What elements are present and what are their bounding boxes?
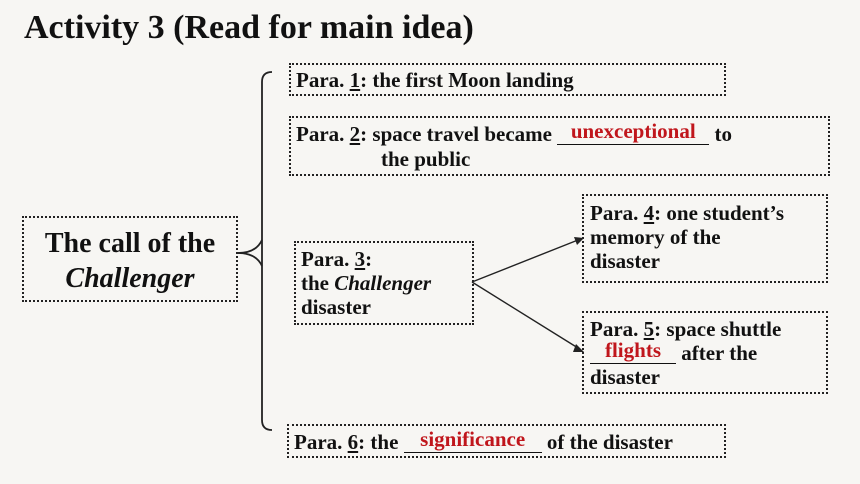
center-topic-box: The call of the Challenger: [22, 216, 238, 302]
para2-label: Para.: [296, 122, 350, 146]
para5-text-after: after the: [676, 341, 758, 365]
para5-number: 5: [643, 317, 655, 341]
para6-text-after: of the disaster: [541, 430, 673, 454]
bracket: [261, 71, 273, 431]
para5-label: Para.: [590, 317, 644, 341]
arrow-to-para4: [471, 239, 579, 283]
page-title: Activity 3 (Read for main idea): [24, 9, 474, 46]
para2-blank: unexceptional: [557, 119, 710, 145]
center-topic-line2: Challenger: [65, 263, 195, 294]
para5-text: : space shuttle: [654, 317, 782, 341]
para5-answer: flights: [604, 338, 661, 362]
para3-line3: disaster: [301, 295, 371, 319]
para3-number: 3: [354, 247, 366, 271]
para5-line3: disaster: [590, 365, 660, 389]
para3-italic: Challenger: [334, 271, 432, 295]
para2-text: : space travel became: [360, 122, 558, 146]
para1-text: : the first Moon landing: [360, 68, 574, 92]
para5-blank: flights: [590, 338, 676, 364]
para4-number: 4: [643, 201, 655, 225]
para2-text-after: to: [709, 122, 733, 146]
para1-label: Para.: [296, 68, 350, 92]
bracket-tip: [237, 239, 263, 254]
para1-number: 1: [349, 68, 361, 92]
para6-text: : the: [358, 430, 404, 454]
para4-label: Para.: [590, 201, 644, 225]
para3-colon: :: [365, 247, 373, 271]
para6-box: Para. 6: the significance of the disaste…: [287, 424, 726, 458]
para4-box: Para. 4: one student’s memory of the dis…: [582, 194, 828, 283]
para6-answer: significance: [420, 427, 526, 451]
para4-line2: memory of the: [590, 225, 721, 249]
para3-box: Para. 3: the Challenger disaster: [294, 241, 474, 325]
para4-line3: disaster: [590, 249, 660, 273]
para2-box: Para. 2: space travel became unexception…: [289, 116, 830, 176]
para3-the: the: [301, 271, 335, 295]
para6-label: Para.: [294, 430, 348, 454]
para6-blank: significance: [403, 427, 542, 453]
para2-number: 2: [349, 122, 361, 146]
para1-box: Para. 1: the first Moon landing: [289, 63, 726, 96]
para2-answer: unexceptional: [570, 119, 696, 143]
para3-label: Para.: [301, 247, 355, 271]
center-topic-line1: The call of the: [44, 228, 216, 259]
arrow-to-para5: [471, 281, 579, 349]
para6-number: 6: [347, 430, 359, 454]
para5-box: Para. 5: space shuttle flights after the…: [582, 311, 828, 394]
para2-line2: the public: [381, 147, 471, 171]
para4-text: : one student’s: [654, 201, 785, 225]
